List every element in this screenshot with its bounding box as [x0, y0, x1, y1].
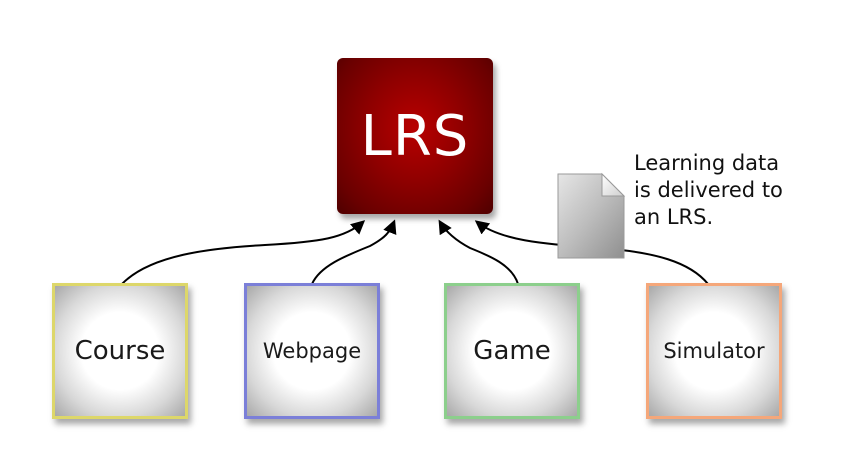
source-webpage-box: Webpage [244, 283, 380, 419]
lrs-box: LRS [337, 58, 493, 214]
source-game-box: Game [444, 283, 580, 419]
caption-text: Learning data is delivered to an LRS. [634, 150, 834, 231]
source-webpage-label: Webpage [262, 339, 362, 363]
caption-line-2: is delivered to [634, 178, 783, 202]
connector-course-to-lrs [121, 220, 366, 285]
document-icon [557, 172, 626, 259]
source-course-label: Course [74, 336, 166, 366]
source-course-box: Course [52, 283, 188, 419]
connector-game-to-lrs [438, 219, 519, 285]
lrs-label: LRS [360, 103, 470, 169]
source-simulator-label: Simulator [663, 339, 765, 363]
caption-line-3: an LRS. [634, 205, 714, 229]
caption-line-1: Learning data [634, 151, 780, 175]
source-simulator-box: Simulator [646, 283, 782, 419]
source-game-label: Game [473, 336, 551, 366]
connector-webpage-to-lrs [311, 219, 397, 285]
